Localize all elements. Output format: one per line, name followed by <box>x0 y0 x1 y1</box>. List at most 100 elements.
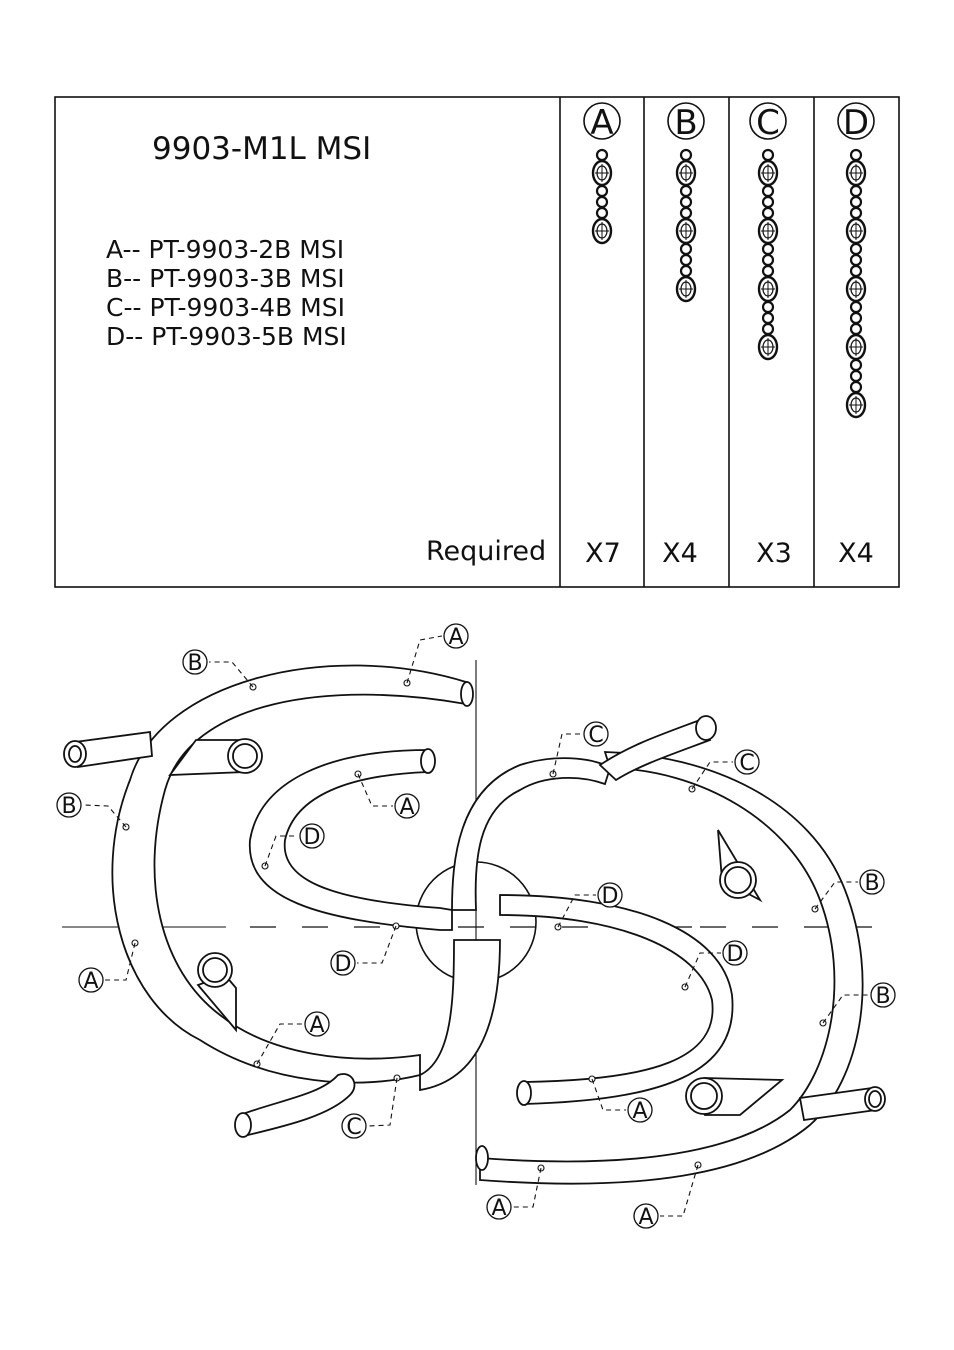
crystal-octagon-icon <box>591 217 613 245</box>
small-bead-icon <box>761 322 775 336</box>
small-bead-icon <box>849 148 863 162</box>
small-bead-icon <box>761 242 775 256</box>
crystal-strand-c-icon <box>757 148 779 361</box>
crystal-octagon-icon <box>757 217 779 245</box>
crystal-octagon-icon <box>845 333 867 361</box>
small-bead-icon <box>761 184 775 198</box>
part-line-a: A-- PT-9903-2B MSI <box>106 235 344 264</box>
callout-letter: D <box>727 942 744 967</box>
callout-a: A <box>486 1164 545 1221</box>
callout-a: A <box>78 939 139 994</box>
callout-letter: B <box>187 651 202 676</box>
callout-d: D <box>261 823 325 870</box>
callout-labels: A B B A A D D A C C C D D B B A A A <box>56 623 896 1230</box>
crystal-octagon-icon <box>675 159 697 187</box>
small-bead-icon <box>761 311 775 325</box>
callout-letter: C <box>739 751 754 776</box>
small-bead-icon <box>761 253 775 267</box>
crystal-octagon-icon <box>757 275 779 303</box>
column-header-b: B <box>667 102 705 143</box>
part-line-d: D-- PT-9903-5B MSI <box>106 322 347 351</box>
small-bead-icon <box>849 300 863 314</box>
small-bead-icon <box>679 184 693 198</box>
callout-letter: C <box>346 1115 361 1140</box>
callout-a: A <box>253 1011 330 1068</box>
callout-a: A <box>354 770 420 820</box>
small-bead-icon <box>679 253 693 267</box>
column-header-a-letter: A <box>590 103 613 143</box>
callout-letter: B <box>61 794 76 819</box>
crystal-octagon-icon <box>675 217 697 245</box>
bottom-left-stub <box>238 1073 356 1137</box>
model-title: 9903-M1L MSI <box>152 131 371 167</box>
callout-letter: B <box>864 871 879 896</box>
callout-letter: A <box>83 969 98 994</box>
part-line-c: C-- PT-9903-4B MSI <box>106 293 345 322</box>
callout-letter: D <box>335 952 352 977</box>
small-bead-icon <box>849 206 863 220</box>
column-header-b-letter: B <box>674 103 697 143</box>
qty-d: X4 <box>838 538 874 569</box>
column-header-d-letter: D <box>843 103 869 143</box>
column-header-c-letter: C <box>756 103 780 143</box>
small-bead-icon <box>679 195 693 209</box>
center-lower-vertical <box>419 939 501 1092</box>
small-bead-icon <box>849 311 863 325</box>
callout-d: D <box>554 882 623 931</box>
part-line-b: B-- PT-9903-3B MSI <box>106 264 345 293</box>
column-header-c: C <box>749 102 787 143</box>
crystal-strand-b-icon <box>675 148 697 303</box>
callout-letter: A <box>399 795 414 820</box>
small-bead-icon <box>679 148 693 162</box>
column-header-a: A <box>583 102 621 143</box>
crystal-octagon-icon <box>757 333 779 361</box>
qty-c: X3 <box>756 538 792 569</box>
callout-d: D <box>681 940 748 991</box>
small-bead-icon <box>679 264 693 278</box>
callout-letter: A <box>638 1205 653 1230</box>
small-bead-icon <box>849 242 863 256</box>
small-bead-icon <box>679 206 693 220</box>
crystal-octagon-icon <box>675 275 697 303</box>
callout-c: C <box>549 721 609 778</box>
frame-diagram: A B B A A D D A C C C D D B B A A A <box>56 623 896 1230</box>
small-bead-icon <box>595 206 609 220</box>
callout-a: A <box>588 1075 653 1124</box>
crystal-strand-a-icon <box>591 148 613 245</box>
crystal-strand-d-icon <box>845 148 867 419</box>
crystal-octagon-icon <box>845 391 867 419</box>
required-label: Required <box>426 536 546 567</box>
center-upper-vertical <box>451 757 612 911</box>
left-inner-arm <box>249 749 453 931</box>
small-bead-icon <box>849 264 863 278</box>
small-bead-icon <box>679 242 693 256</box>
right-outer-arm <box>479 751 864 1185</box>
crystal-octagon-icon <box>757 159 779 187</box>
callout-b: B <box>811 869 885 913</box>
crystal-octagon-icon <box>845 159 867 187</box>
qty-b: X4 <box>662 538 698 569</box>
small-bead-icon <box>849 358 863 372</box>
callout-letter: A <box>309 1013 324 1038</box>
small-bead-icon <box>849 380 863 394</box>
crystal-octagon-icon <box>591 159 613 187</box>
parts-table: 9903-M1L MSI A-- PT-9903-2B MSI B-- PT-9… <box>54 96 900 588</box>
callout-letter: B <box>875 984 890 1009</box>
small-bead-icon <box>761 195 775 209</box>
small-bead-icon <box>595 195 609 209</box>
callout-letter: A <box>632 1099 647 1124</box>
callout-letter: A <box>448 625 463 650</box>
small-bead-icon <box>761 300 775 314</box>
qty-a: X7 <box>585 538 621 569</box>
small-bead-icon <box>595 148 609 162</box>
small-bead-icon <box>849 184 863 198</box>
small-bead-icon <box>849 253 863 267</box>
small-bead-icon <box>849 369 863 383</box>
callout-letter: D <box>602 884 619 909</box>
callout-a: A <box>403 623 469 687</box>
callout-a: A <box>633 1161 702 1230</box>
small-bead-icon <box>595 184 609 198</box>
small-bead-icon <box>761 206 775 220</box>
callout-c: C <box>688 749 760 793</box>
callout-b: B <box>819 982 896 1027</box>
